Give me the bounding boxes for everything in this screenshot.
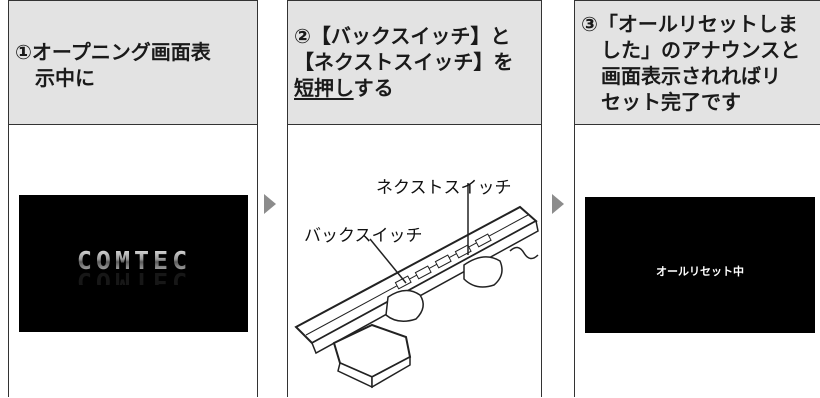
- step-2-panel: ②【バックスイッチ】と 【ネクストスイッチ】を 短押しする ネクストスイッチ バ…: [287, 0, 542, 397]
- step-1-panel: ①オープニング画面表 示中に COMTEC COMTEC: [8, 0, 258, 397]
- opening-screen: COMTEC COMTEC: [19, 195, 248, 332]
- short-press-text: 短押し: [294, 76, 354, 100]
- svg-text:COMTEC: COMTEC: [77, 267, 191, 285]
- step-3-header: ③「オールリセットしま した」のアナウンスと 画面表示されればリ セット完了です: [575, 1, 820, 125]
- arrow-right-icon: [264, 194, 276, 214]
- step-1-line-2: 示中に: [35, 66, 95, 90]
- step-1-header: ①オープニング画面表 示中に: [9, 1, 257, 125]
- step-2-line-2: 【ネクストスイッチ】を: [294, 50, 514, 74]
- step-2-line-3: 短押しする: [294, 75, 533, 101]
- step-3-line-2: した」のアナウンスと: [601, 38, 801, 62]
- all-reset-status-text: オールリセット中: [656, 265, 744, 278]
- comtec-logo: COMTEC COMTEC: [77, 246, 191, 285]
- svg-text:COMTEC: COMTEC: [77, 246, 191, 275]
- step-1-line-1: ①オープニング画面表: [15, 40, 211, 64]
- step-3-line-3: 画面表示されればリ: [601, 64, 781, 88]
- device-illustration: [294, 183, 539, 389]
- step-2-line-3-rest: する: [353, 76, 394, 100]
- next-switch-label: ネクストスイッチ: [376, 178, 512, 198]
- step-3-panel: ③「オールリセットしま した」のアナウンスと 画面表示されればリ セット完了です…: [574, 0, 820, 397]
- step-2-header: ②【バックスイッチ】と 【ネクストスイッチ】を 短押しする: [288, 1, 541, 125]
- step-3-line-4: セット完了です: [601, 90, 741, 114]
- step-3-line-1: ③「オールリセットしま: [581, 12, 798, 36]
- back-switch-label: バックスイッチ: [304, 226, 423, 246]
- step-2-line-1: ②【バックスイッチ】と: [294, 24, 511, 48]
- arrow-right-icon: [552, 194, 564, 214]
- reset-screen: オールリセット中: [585, 197, 815, 333]
